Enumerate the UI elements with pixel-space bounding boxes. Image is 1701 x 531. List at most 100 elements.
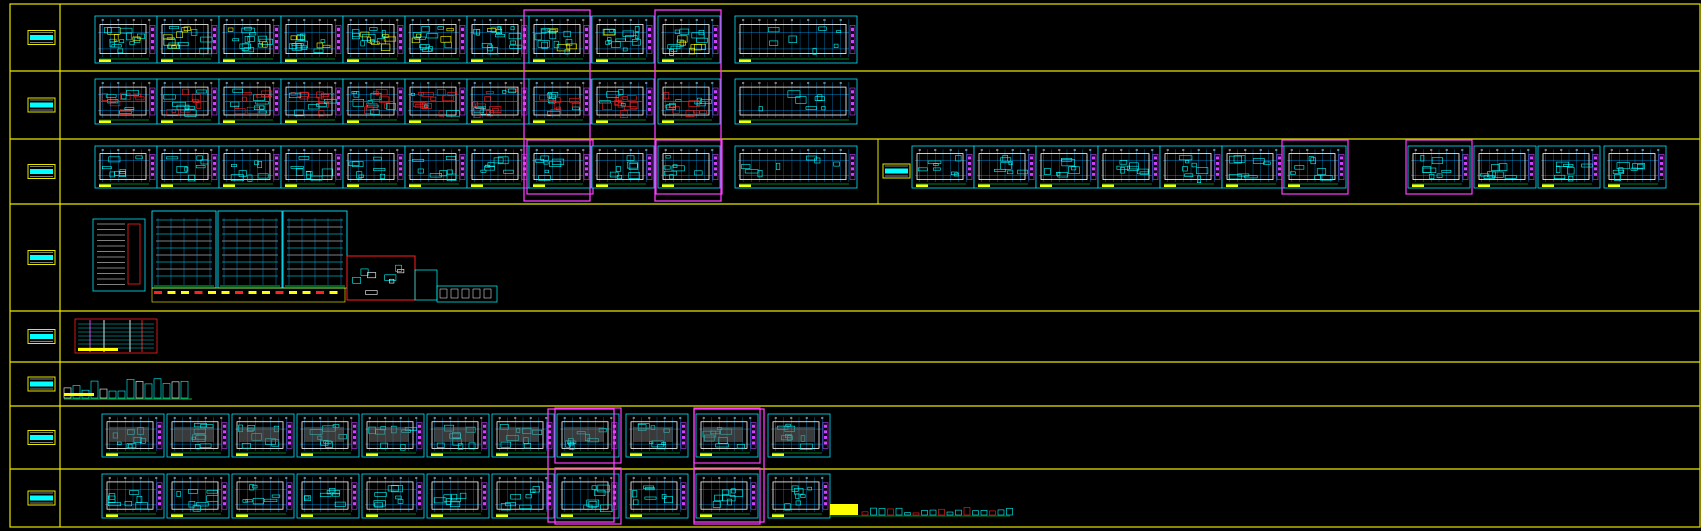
building-outline (409, 153, 457, 180)
sheet-title-mark (662, 184, 674, 187)
room-mark (290, 35, 297, 41)
room-mark (480, 169, 487, 173)
sheet-title-mark (236, 514, 248, 517)
room-mark (784, 503, 791, 511)
room-mark (426, 33, 439, 39)
title-strip (211, 25, 218, 54)
axis-bubble (334, 476, 337, 480)
sheet-title-mark (739, 184, 751, 187)
axis-bubble (629, 18, 632, 22)
axis-bubble (117, 18, 120, 22)
room-mark (551, 158, 565, 165)
axis-bubble (663, 476, 666, 480)
sheet-title-mark (431, 453, 443, 456)
axis-bubble (1626, 148, 1629, 152)
row-tag-icon (27, 430, 56, 445)
title-strip (822, 482, 829, 510)
room-mark (370, 41, 380, 45)
title-strip-mark (213, 167, 216, 171)
room-mark (788, 35, 797, 43)
axis-bubble (1480, 148, 1483, 152)
axis-bubble (733, 476, 736, 480)
sheet-title-mark (700, 514, 712, 517)
title-strip (416, 422, 423, 449)
axis-bubble (318, 18, 321, 22)
room-mark (271, 494, 281, 498)
building-outline (1542, 153, 1590, 180)
axis-bubble (1244, 148, 1247, 152)
room-mark (566, 43, 577, 50)
room-mark (806, 155, 817, 161)
title-strip-mark (714, 101, 717, 106)
room-mark (381, 29, 386, 37)
title-strip-mark (158, 485, 161, 489)
room-mark (643, 485, 655, 489)
legend-item (861, 511, 869, 516)
detail-sheet (436, 285, 498, 303)
title-strip-mark (288, 430, 291, 434)
room-mark (800, 494, 806, 498)
drawing-sheet (1407, 145, 1471, 189)
axis-bubble (790, 81, 794, 85)
axis-bubble (442, 148, 445, 152)
title-mark (167, 291, 176, 294)
room-mark (124, 501, 132, 507)
detail-mark (483, 288, 492, 299)
room-mark (677, 35, 688, 43)
room-mark (373, 500, 386, 507)
section-title (78, 348, 118, 351)
title-strip-mark (968, 172, 971, 176)
title-strip-mark (548, 485, 551, 489)
title-strip-mark (851, 161, 854, 165)
room-mark (451, 493, 458, 501)
sheet-title-mark (1164, 184, 1176, 187)
title-strip-mark (158, 435, 161, 439)
room-mark (190, 29, 198, 36)
room-mark (300, 33, 306, 41)
title-strip-mark (151, 101, 154, 106)
title-strip-mark (353, 424, 356, 428)
room-mark (722, 495, 736, 502)
building-outline (978, 153, 1026, 180)
room-mark (108, 495, 116, 503)
room-mark (1056, 171, 1061, 176)
room-mark (927, 160, 942, 165)
axis-bubble (695, 81, 698, 85)
building-outline (347, 86, 395, 116)
title-strip-mark (1030, 161, 1033, 165)
detail-item (153, 378, 162, 399)
axis-bubble (514, 416, 517, 420)
title-strip-mark (714, 90, 717, 94)
axis-bubble (1511, 148, 1514, 152)
room-mark (549, 31, 557, 40)
title-strip (680, 482, 687, 510)
room-mark (171, 109, 176, 113)
title-strip-mark (275, 27, 278, 32)
title-strip-mark (158, 441, 161, 445)
axis-bubble (1104, 148, 1107, 152)
title-strip-mark (585, 96, 588, 100)
room-mark (436, 442, 445, 449)
drawing-sheet (695, 413, 759, 458)
axis-bubble (287, 18, 290, 22)
title-strip-mark (851, 107, 854, 111)
title-strip-mark (337, 161, 340, 165)
title-strip-mark (824, 424, 827, 428)
room-mark (255, 94, 269, 98)
legend-item (878, 508, 886, 516)
drawing-sheet (166, 473, 230, 519)
drawing-sheet (156, 15, 220, 64)
drawing-sheet (361, 473, 425, 519)
axis-bubble (139, 476, 142, 480)
axis-bubble (220, 476, 223, 480)
axis-bubble (303, 18, 306, 22)
title-strip-mark (399, 172, 402, 176)
legend-block (830, 504, 858, 515)
axis-bubble (269, 476, 272, 480)
title-strip-mark (1278, 172, 1281, 176)
detail-item (126, 379, 135, 399)
room-mark (246, 106, 260, 114)
room-mark (196, 155, 203, 161)
title-strip (221, 482, 228, 510)
